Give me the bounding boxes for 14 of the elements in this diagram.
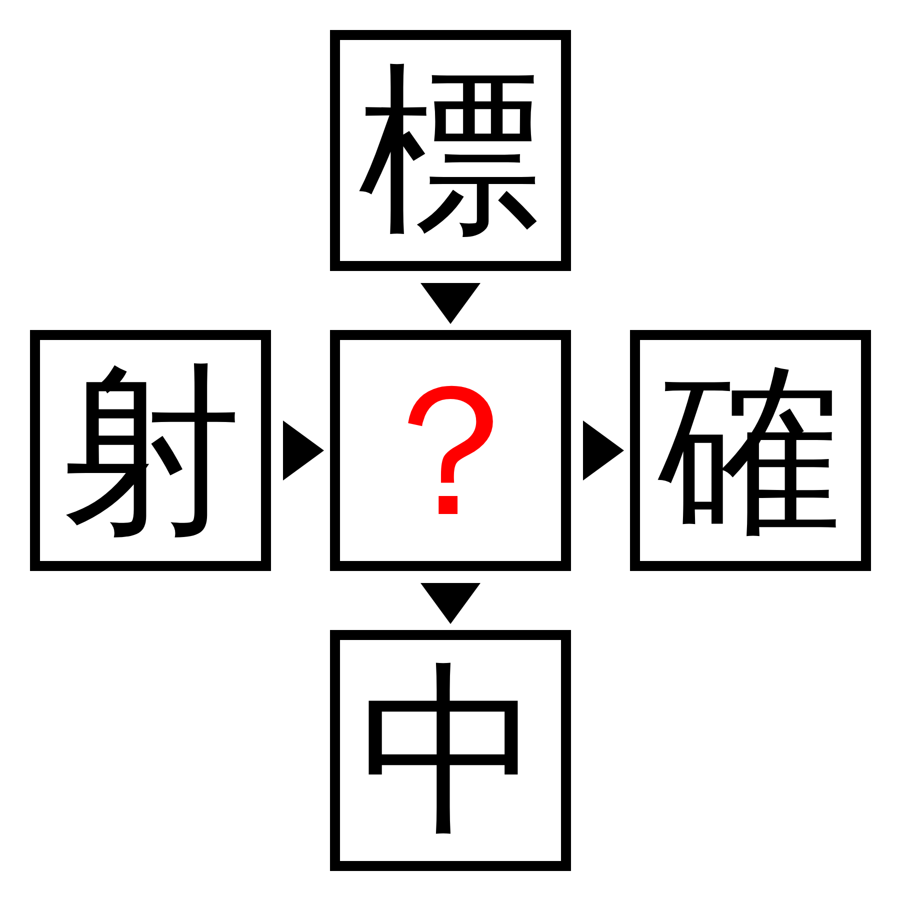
arrowhead-triangle bbox=[420, 583, 480, 624]
arrowhead-triangle bbox=[583, 420, 624, 480]
kanji-character: 射 bbox=[58, 358, 242, 542]
square-frame bbox=[630, 330, 871, 571]
kanji-character: 中 bbox=[358, 658, 542, 842]
question-mark: ？ bbox=[358, 358, 542, 542]
square-frame bbox=[330, 330, 571, 571]
square-frame bbox=[330, 30, 571, 271]
square-frame bbox=[330, 630, 571, 871]
arrowhead-triangle bbox=[420, 283, 480, 324]
arrowhead-triangle bbox=[283, 420, 324, 480]
kanji-character: 標 bbox=[358, 58, 542, 242]
kanji-character: 確 bbox=[658, 358, 842, 542]
square-frame bbox=[30, 330, 271, 571]
